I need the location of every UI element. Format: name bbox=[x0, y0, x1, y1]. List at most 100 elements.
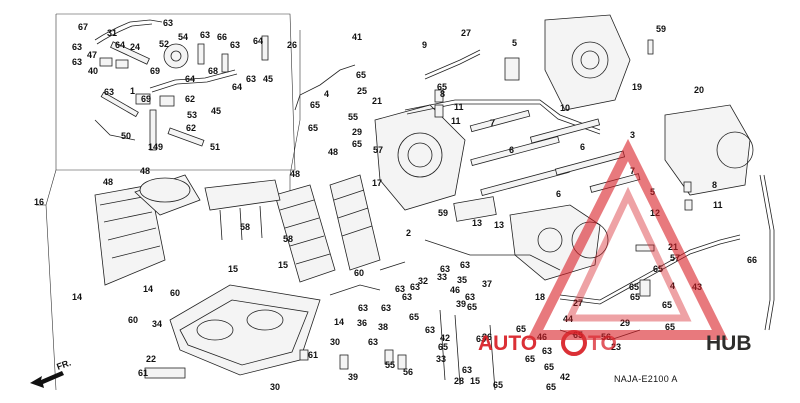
callout-63: 63 bbox=[462, 365, 472, 375]
callout-63: 63 bbox=[425, 325, 435, 335]
callout-58: 58 bbox=[240, 222, 250, 232]
callout-55: 55 bbox=[385, 360, 395, 370]
callout-42: 42 bbox=[440, 333, 450, 343]
callout-64: 64 bbox=[232, 82, 242, 92]
callout-62: 62 bbox=[185, 94, 195, 104]
callout-65: 65 bbox=[352, 139, 362, 149]
callout-65: 65 bbox=[308, 123, 318, 133]
callout-57: 57 bbox=[373, 145, 383, 155]
callout-65: 65 bbox=[544, 362, 554, 372]
callout-63: 63 bbox=[395, 284, 405, 294]
callout-31: 31 bbox=[107, 28, 117, 38]
callout-61: 61 bbox=[138, 368, 148, 378]
callout-14: 14 bbox=[143, 284, 153, 294]
callout-44: 44 bbox=[563, 314, 573, 324]
front-arrow-icon bbox=[30, 371, 64, 388]
callout-63: 63 bbox=[368, 337, 378, 347]
callout-36: 36 bbox=[357, 318, 367, 328]
callout-63: 63 bbox=[72, 57, 82, 67]
callout-18: 18 bbox=[535, 292, 545, 302]
callout-4: 4 bbox=[670, 281, 675, 291]
callout-8: 8 bbox=[440, 89, 445, 99]
callout-6: 6 bbox=[556, 189, 561, 199]
callout-20: 20 bbox=[694, 85, 704, 95]
callout-10: 10 bbox=[560, 103, 570, 113]
callout-26: 26 bbox=[287, 40, 297, 50]
callout-45: 45 bbox=[263, 74, 273, 84]
callout-63: 63 bbox=[440, 264, 450, 274]
callout-32: 32 bbox=[418, 276, 428, 286]
callout-58: 58 bbox=[283, 234, 293, 244]
callout-15: 15 bbox=[228, 264, 238, 274]
callout-39: 39 bbox=[348, 372, 358, 382]
callout-48: 48 bbox=[328, 147, 338, 157]
triangle-logo-icon bbox=[526, 138, 729, 340]
diagram-code: NAJA-E2100 A bbox=[614, 374, 678, 384]
callout-48: 48 bbox=[103, 177, 113, 187]
callout-149: 149 bbox=[148, 142, 163, 152]
callout-65: 65 bbox=[630, 292, 640, 302]
callout-6: 6 bbox=[509, 145, 514, 155]
callout-63: 63 bbox=[465, 292, 475, 302]
callout-62: 62 bbox=[186, 123, 196, 133]
callout-60: 60 bbox=[170, 288, 180, 298]
callout-65: 65 bbox=[665, 322, 675, 332]
callout-9: 9 bbox=[422, 40, 427, 50]
callout-59: 59 bbox=[656, 24, 666, 34]
autohub-watermark: AUTO TO HUB bbox=[478, 138, 752, 356]
callout-23: 23 bbox=[611, 342, 621, 352]
callout-29: 29 bbox=[620, 318, 630, 328]
callout-60: 60 bbox=[354, 268, 364, 278]
callout-30: 30 bbox=[270, 382, 280, 392]
callout-67: 67 bbox=[78, 22, 88, 32]
callout-61: 61 bbox=[308, 350, 318, 360]
callout-65: 65 bbox=[629, 282, 639, 292]
callout-14: 14 bbox=[72, 292, 82, 302]
callout-14: 14 bbox=[334, 317, 344, 327]
callout-59: 59 bbox=[438, 208, 448, 218]
callout-65: 65 bbox=[356, 70, 366, 80]
callout-19: 19 bbox=[632, 82, 642, 92]
callout-13: 13 bbox=[472, 218, 482, 228]
callout-41: 41 bbox=[352, 32, 362, 42]
callout-47: 47 bbox=[87, 50, 97, 60]
callout-55: 55 bbox=[348, 112, 358, 122]
callout-65: 65 bbox=[516, 324, 526, 334]
hose-kit-group bbox=[94, 19, 269, 151]
callout-48: 48 bbox=[290, 169, 300, 179]
callout-40: 40 bbox=[88, 66, 98, 76]
callout-54: 54 bbox=[178, 32, 188, 42]
callout-30: 30 bbox=[330, 337, 340, 347]
callout-8: 8 bbox=[712, 180, 717, 190]
callout-63: 63 bbox=[542, 346, 552, 356]
callout-29: 29 bbox=[352, 127, 362, 137]
callout-65: 65 bbox=[546, 382, 556, 392]
callout-45: 45 bbox=[211, 106, 221, 116]
callout-65: 65 bbox=[662, 300, 672, 310]
callout-65: 65 bbox=[525, 354, 535, 364]
callout-66: 66 bbox=[747, 255, 757, 265]
watermark-brand-hub: HUB bbox=[706, 332, 752, 355]
svg-text:TO: TO bbox=[588, 332, 617, 355]
callout-4: 4 bbox=[324, 89, 329, 99]
callout-21: 21 bbox=[372, 96, 382, 106]
callout-63: 63 bbox=[460, 260, 470, 270]
callout-63: 63 bbox=[381, 303, 391, 313]
callout-35: 35 bbox=[457, 275, 467, 285]
callout-57: 57 bbox=[670, 253, 680, 263]
callout-63: 63 bbox=[104, 87, 114, 97]
callout-17: 17 bbox=[372, 178, 382, 188]
callout-63: 63 bbox=[72, 42, 82, 52]
watermark-brand-auto: AUTO bbox=[478, 332, 537, 355]
airbox-plenum bbox=[169, 179, 321, 376]
callout-60: 60 bbox=[128, 315, 138, 325]
callout-36: 36 bbox=[482, 332, 492, 342]
callout-22: 22 bbox=[146, 354, 156, 364]
callout-6: 6 bbox=[580, 142, 585, 152]
callout-65: 65 bbox=[409, 312, 419, 322]
callout-51: 51 bbox=[210, 142, 220, 152]
callout-46: 46 bbox=[450, 285, 460, 295]
callout-63: 63 bbox=[230, 40, 240, 50]
callout-69: 69 bbox=[141, 94, 151, 104]
callout-63: 63 bbox=[246, 74, 256, 84]
